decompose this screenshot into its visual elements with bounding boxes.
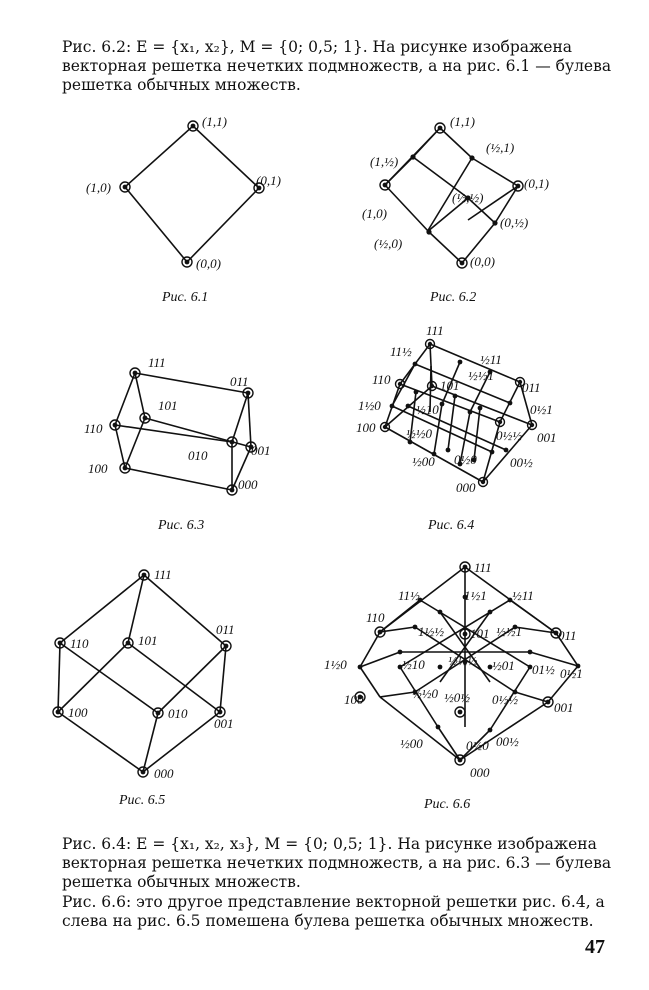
svg-text:00½: 00½ <box>496 734 519 749</box>
svg-text:000: 000 <box>456 480 476 495</box>
figure-6-6: 111 11½ 1½1 ½11 110 1½½ 101 ½½1 011 1½0 … <box>324 560 583 780</box>
svg-text:(0,0): (0,0) <box>470 254 495 269</box>
svg-text:11½: 11½ <box>390 344 412 359</box>
caption-fig-6-2: Рис. 6.2 <box>430 290 477 305</box>
svg-text:101: 101 <box>138 633 158 648</box>
caption-fig-6-5: Рис. 6.5 <box>119 793 166 808</box>
svg-text:½½1: ½½1 <box>496 624 522 639</box>
svg-text:010: 010 <box>188 448 208 463</box>
paragraph-2: Рис. 6.4: E = {x₁, x₂, x₃}, M = {0; 0,5;… <box>62 835 612 891</box>
svg-text:½00: ½00 <box>412 454 435 469</box>
svg-text:½0½: ½0½ <box>444 690 470 705</box>
svg-text:000: 000 <box>154 766 174 781</box>
svg-text:110: 110 <box>84 421 103 436</box>
svg-text:(1,0): (1,0) <box>362 206 387 221</box>
svg-text:0½0: 0½0 <box>454 452 477 467</box>
caption-fig-6-6: Рис. 6.6 <box>424 797 471 812</box>
svg-text:0½0: 0½0 <box>466 738 489 753</box>
svg-text:110: 110 <box>372 372 391 387</box>
svg-text:111: 111 <box>426 323 444 338</box>
svg-text:01½: 01½ <box>532 662 555 677</box>
svg-text:010: 010 <box>168 706 188 721</box>
svg-text:½½0: ½½0 <box>412 686 439 701</box>
figure-6-2: (1,1) (½,1) (1,½) (½,½) (0,1) (1,0) (0,½… <box>362 114 549 269</box>
svg-text:½11: ½11 <box>512 588 534 603</box>
svg-text:11½: 11½ <box>398 588 420 603</box>
svg-text:1½1: 1½1 <box>464 588 487 603</box>
caption-fig-6-3: Рис. 6.3 <box>158 518 205 533</box>
svg-text:0½1: 0½1 <box>560 666 583 681</box>
svg-text:½½0: ½½0 <box>406 426 433 441</box>
label-0-0: (0,0) <box>196 256 221 271</box>
svg-text:(0,½): (0,½) <box>500 215 528 230</box>
svg-text:100: 100 <box>68 705 88 720</box>
figure-6-3: 111 011 101 110 010 001 100 000 <box>84 355 271 496</box>
paragraph-1: Рис. 6.2: E = {x₁, x₂}, M = {0; 0,5; 1}.… <box>62 38 612 94</box>
svg-text:(½,½): (½,½) <box>452 190 483 205</box>
page-number: 47 <box>585 936 605 958</box>
svg-text:0½½: 0½½ <box>492 692 518 707</box>
svg-text:001: 001 <box>251 443 271 458</box>
paragraph-3: Рис. 6.6: это другое представление векто… <box>62 893 605 930</box>
svg-text:0½1: 0½1 <box>530 402 553 417</box>
svg-text:100: 100 <box>356 420 376 435</box>
svg-text:001: 001 <box>214 716 234 731</box>
svg-text:00½: 00½ <box>510 455 533 470</box>
label-0-1: (0,1) <box>256 173 281 188</box>
svg-text:111: 111 <box>474 560 492 575</box>
svg-text:0½½: 0½½ <box>496 428 522 443</box>
svg-text:(1,½): (1,½) <box>370 154 398 169</box>
svg-text:½11: ½11 <box>480 352 502 367</box>
svg-text:111: 111 <box>154 567 172 582</box>
svg-text:011: 011 <box>522 380 541 395</box>
svg-text:011: 011 <box>230 374 249 389</box>
svg-text:(½,1): (½,1) <box>486 140 514 155</box>
figure-6-4: 111 11½ ½11 110 101 011 1½0 100 0½1 001 … <box>356 323 557 495</box>
caption-fig-6-1: Рис. 6.1 <box>162 290 209 305</box>
svg-text:(0,1): (0,1) <box>524 176 549 191</box>
svg-text:001: 001 <box>537 430 557 445</box>
svg-text:100: 100 <box>344 692 364 707</box>
svg-text:½10: ½10 <box>402 657 425 672</box>
svg-text:½10: ½10 <box>416 402 439 417</box>
svg-text:101: 101 <box>470 626 490 641</box>
svg-text:½00: ½00 <box>400 736 423 751</box>
svg-text:101: 101 <box>158 398 178 413</box>
svg-text:011: 011 <box>558 628 577 643</box>
caption-fig-6-4: Рис. 6.4 <box>428 518 475 533</box>
svg-text:100: 100 <box>88 461 108 476</box>
svg-text:110: 110 <box>70 636 89 651</box>
svg-text:000: 000 <box>238 477 258 492</box>
svg-text:1½0: 1½0 <box>324 657 347 672</box>
svg-text:000: 000 <box>470 765 490 780</box>
svg-text:011: 011 <box>216 622 235 637</box>
svg-text:½½½: ½½½ <box>448 653 478 668</box>
svg-text:½½1: ½½1 <box>468 368 494 383</box>
svg-text:110: 110 <box>366 610 385 625</box>
svg-text:(1,1): (1,1) <box>450 114 475 129</box>
label-1-0: (1,0) <box>86 180 111 195</box>
svg-text:001: 001 <box>554 700 574 715</box>
svg-text:101: 101 <box>440 378 460 393</box>
svg-text:(½,0): (½,0) <box>374 236 402 251</box>
svg-text:111: 111 <box>148 355 166 370</box>
svg-text:1½½: 1½½ <box>418 624 444 639</box>
svg-text:½01: ½01 <box>492 658 515 673</box>
label-1-1: (1,1) <box>202 114 227 129</box>
figure-6-5: 111 110 101 011 100 010 001 000 <box>52 567 235 781</box>
svg-text:1½0: 1½0 <box>358 398 381 413</box>
figure-6-1: (1,1) (1,0) (0,1) (0,0) <box>86 114 281 271</box>
